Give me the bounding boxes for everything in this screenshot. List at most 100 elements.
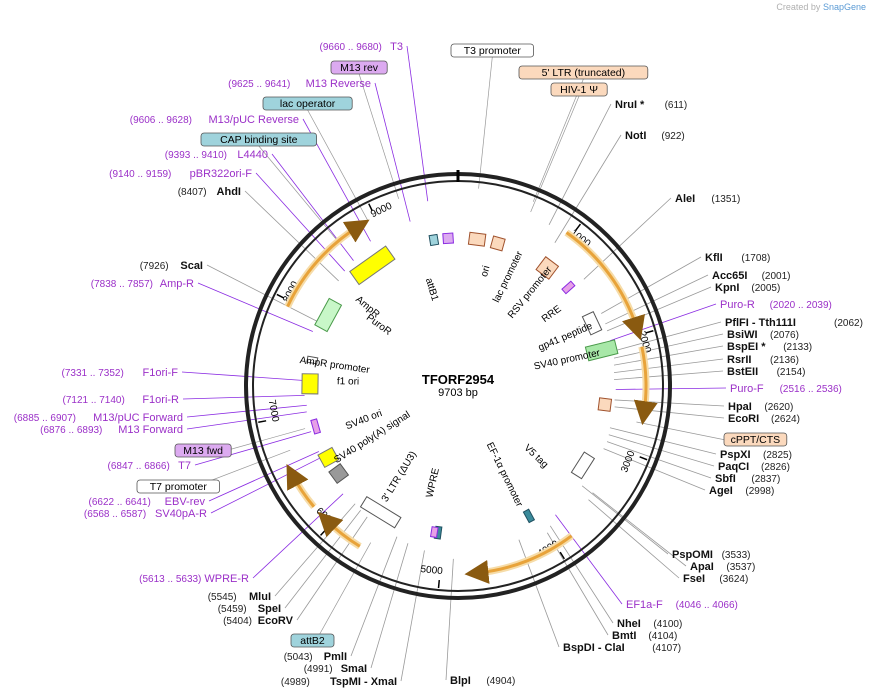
leader-line <box>244 190 339 282</box>
feature-3ltr <box>328 463 350 485</box>
orf-arrow <box>286 219 370 308</box>
enzyme-position: (1351) <box>711 194 740 205</box>
feature-box <box>136 479 220 494</box>
enzyme-site: BspDI - ClaI(4107) <box>563 642 681 654</box>
primer-site: Amp-R(7838 .. 7857) <box>91 278 194 290</box>
enzyme-site: PaqCI(2826) <box>718 461 790 473</box>
enzyme-site: AgeI(2998) <box>709 485 774 497</box>
enzyme-position: (4100) <box>653 619 682 630</box>
primer-position: (2516 .. 2536) <box>780 384 842 395</box>
primer-position: (9140 .. 9159) <box>109 169 171 180</box>
feature-box-label: attB2 <box>290 633 335 648</box>
enzyme-position: (2001) <box>762 271 791 282</box>
primer-name: WPRE-R <box>204 573 249 585</box>
feature-lac-operator <box>442 232 454 245</box>
feature-cppt <box>597 397 613 412</box>
primer-position: (6876 .. 6893) <box>40 425 102 436</box>
leader-line <box>583 197 672 280</box>
feature-box-label: T7 promoter <box>136 479 220 494</box>
tick-label: 9000 <box>369 200 394 220</box>
primer-position: (6568 .. 6587) <box>84 509 146 520</box>
primer-site: M13/pUC Reverse(9606 .. 9628) <box>130 114 299 126</box>
tick-mark <box>575 223 582 231</box>
enzyme-position: (2154) <box>777 367 806 378</box>
feature-hiv-psi <box>489 235 506 252</box>
leader-line <box>555 514 623 605</box>
primer-position: (9660 .. 9680) <box>320 42 382 53</box>
feature-lac <box>310 418 322 435</box>
enzyme-position: (2998) <box>745 486 774 497</box>
primer-site: M13 Forward(6876 .. 6893) <box>40 424 183 436</box>
enzyme-position: (4991) <box>304 664 333 675</box>
enzyme-site: TspMI - XmaI(4989) <box>281 676 397 688</box>
feature-box-label: CAP binding site <box>200 132 317 147</box>
inner-feature-label: PuroR <box>364 312 393 338</box>
feature-f1-ori <box>306 355 319 365</box>
feature-wpre <box>359 495 402 529</box>
primer-position: (6622 .. 6641) <box>89 497 151 508</box>
tick-mark <box>437 580 441 589</box>
primer-name: EF1a-F <box>626 599 663 611</box>
credit-prefix: Created by <box>776 2 821 12</box>
leader-line <box>400 550 425 682</box>
enzyme-name: PflFI - Tth111I <box>725 317 796 329</box>
enzyme-position: (2826) <box>761 462 790 473</box>
enzyme-name: AhdI <box>217 186 241 198</box>
plasmid-length: 9703 bp <box>438 387 478 399</box>
enzyme-site: NotI(922) <box>625 130 685 142</box>
primer-position: (9606 .. 9628) <box>130 115 192 126</box>
leader-line <box>210 457 321 514</box>
enzyme-name: AleI <box>675 193 695 205</box>
feature-ltr <box>467 231 487 247</box>
inner-feature-label: WPRE <box>424 467 442 499</box>
primer-position: (6885 .. 6907) <box>14 413 76 424</box>
primer-site: L4440(9393 .. 9410) <box>165 149 268 161</box>
leader-line <box>601 256 702 314</box>
feature-gp41 <box>561 280 576 295</box>
feature-box-label: M13 rev <box>330 60 388 75</box>
primer-name: F1ori-R <box>142 394 179 406</box>
feature-box <box>518 65 649 80</box>
enzyme-name: TspMI - XmaI <box>330 676 397 688</box>
enzyme-position: (5545) <box>208 592 237 603</box>
snapgene-credit: Created by SnapGene <box>776 2 866 12</box>
inner-feature-label: V5 tag <box>522 443 551 471</box>
primer-site: WPRE-R(5613 .. 5633) <box>139 573 249 585</box>
credit-brand: SnapGene <box>822 2 866 12</box>
enzyme-site: Acc65I(2001) <box>712 270 791 282</box>
leader-line <box>181 371 305 381</box>
leader-line <box>581 485 669 555</box>
leader-line <box>530 95 580 213</box>
enzyme-position: (5404) <box>223 616 252 627</box>
feature-cap <box>428 233 440 247</box>
primer-name: EBV-rev <box>165 496 206 508</box>
feature-box-text: T7 promoter <box>150 481 208 493</box>
primer-site: F1ori-R(7121 .. 7140) <box>63 394 180 406</box>
tick-mark <box>645 330 654 334</box>
enzyme-name: SmaI <box>341 663 367 675</box>
leader-line <box>208 451 320 502</box>
inner-feature-label: attB1 <box>423 277 440 303</box>
leader-line <box>612 321 722 352</box>
feature-box-label: cPPT/CTS <box>723 432 788 447</box>
primer-name: T3 <box>390 41 403 53</box>
enzyme-position: (3533) <box>722 550 751 561</box>
inner-feature-label: ori <box>479 265 492 279</box>
enzyme-site: PspOMI(3533) <box>672 549 751 561</box>
inner-feature-label: 3' LTR (ΔU3) <box>380 449 419 504</box>
primer-site: M13/pUC Forward(6885 .. 6907) <box>14 412 183 424</box>
feature-box-label: M13 fwd <box>174 443 232 458</box>
feature-box-text: cPPT/CTS <box>731 434 781 446</box>
enzyme-site: FseI(3624) <box>683 573 748 585</box>
feature-ampr <box>314 297 343 333</box>
tick-mark <box>368 203 373 212</box>
leader-line <box>312 542 372 648</box>
orf-arrow-glow <box>476 533 574 577</box>
primer-position: (7838 .. 7857) <box>91 279 153 290</box>
inner-feature-label: f1 ori <box>337 376 359 387</box>
feature-sv40-polya <box>317 446 340 469</box>
enzyme-site: AhdI(8407) <box>178 186 241 198</box>
tick-mark <box>559 551 565 560</box>
enzyme-position: (2133) <box>783 342 812 353</box>
enzyme-site: BsiWI(2076) <box>727 329 799 341</box>
